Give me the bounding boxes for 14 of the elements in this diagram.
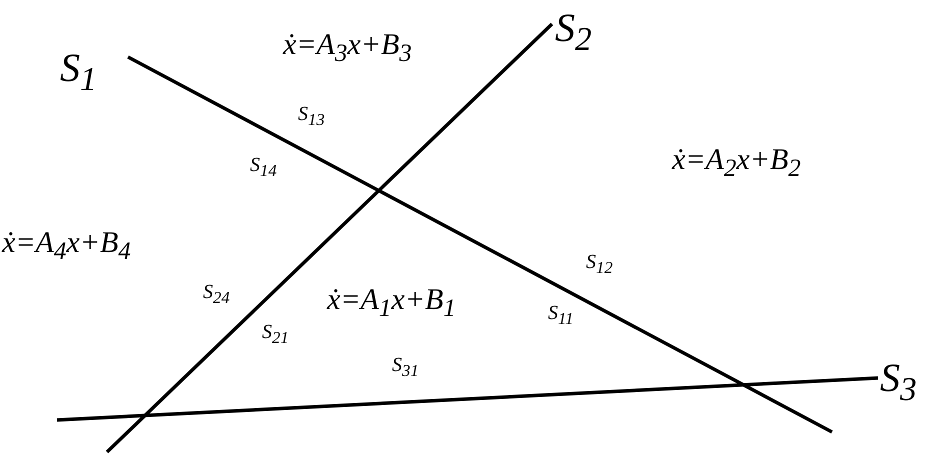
line-label: S$_{2}$ [555, 8, 592, 56]
line-label: S$_{1}$ [60, 48, 97, 96]
segment-label: S$_{24}$ [203, 282, 230, 307]
segment-label: S$_{12}$ [586, 252, 613, 277]
region-equation: ẋ=A$_{3}$x+B$_{3}$ [283, 30, 412, 66]
segment-label: S$_{31}$ [392, 355, 419, 380]
region-equation: ẋ=A$_{1}$x+B$_{1}$ [327, 285, 456, 321]
region-equation: ẋ=A$_{2}$x+B$_{2}$ [672, 145, 801, 181]
region-equation: ẋ=A$_{4}$x+B$_{4}$ [2, 228, 131, 264]
segment-label: S$_{13}$ [298, 104, 325, 129]
segment-label: S$_{11}$ [548, 303, 574, 328]
segment-label: S$_{14}$ [250, 155, 277, 180]
line-label: S$_{3}$ [880, 358, 917, 406]
segment-label: S$_{21}$ [262, 322, 289, 347]
